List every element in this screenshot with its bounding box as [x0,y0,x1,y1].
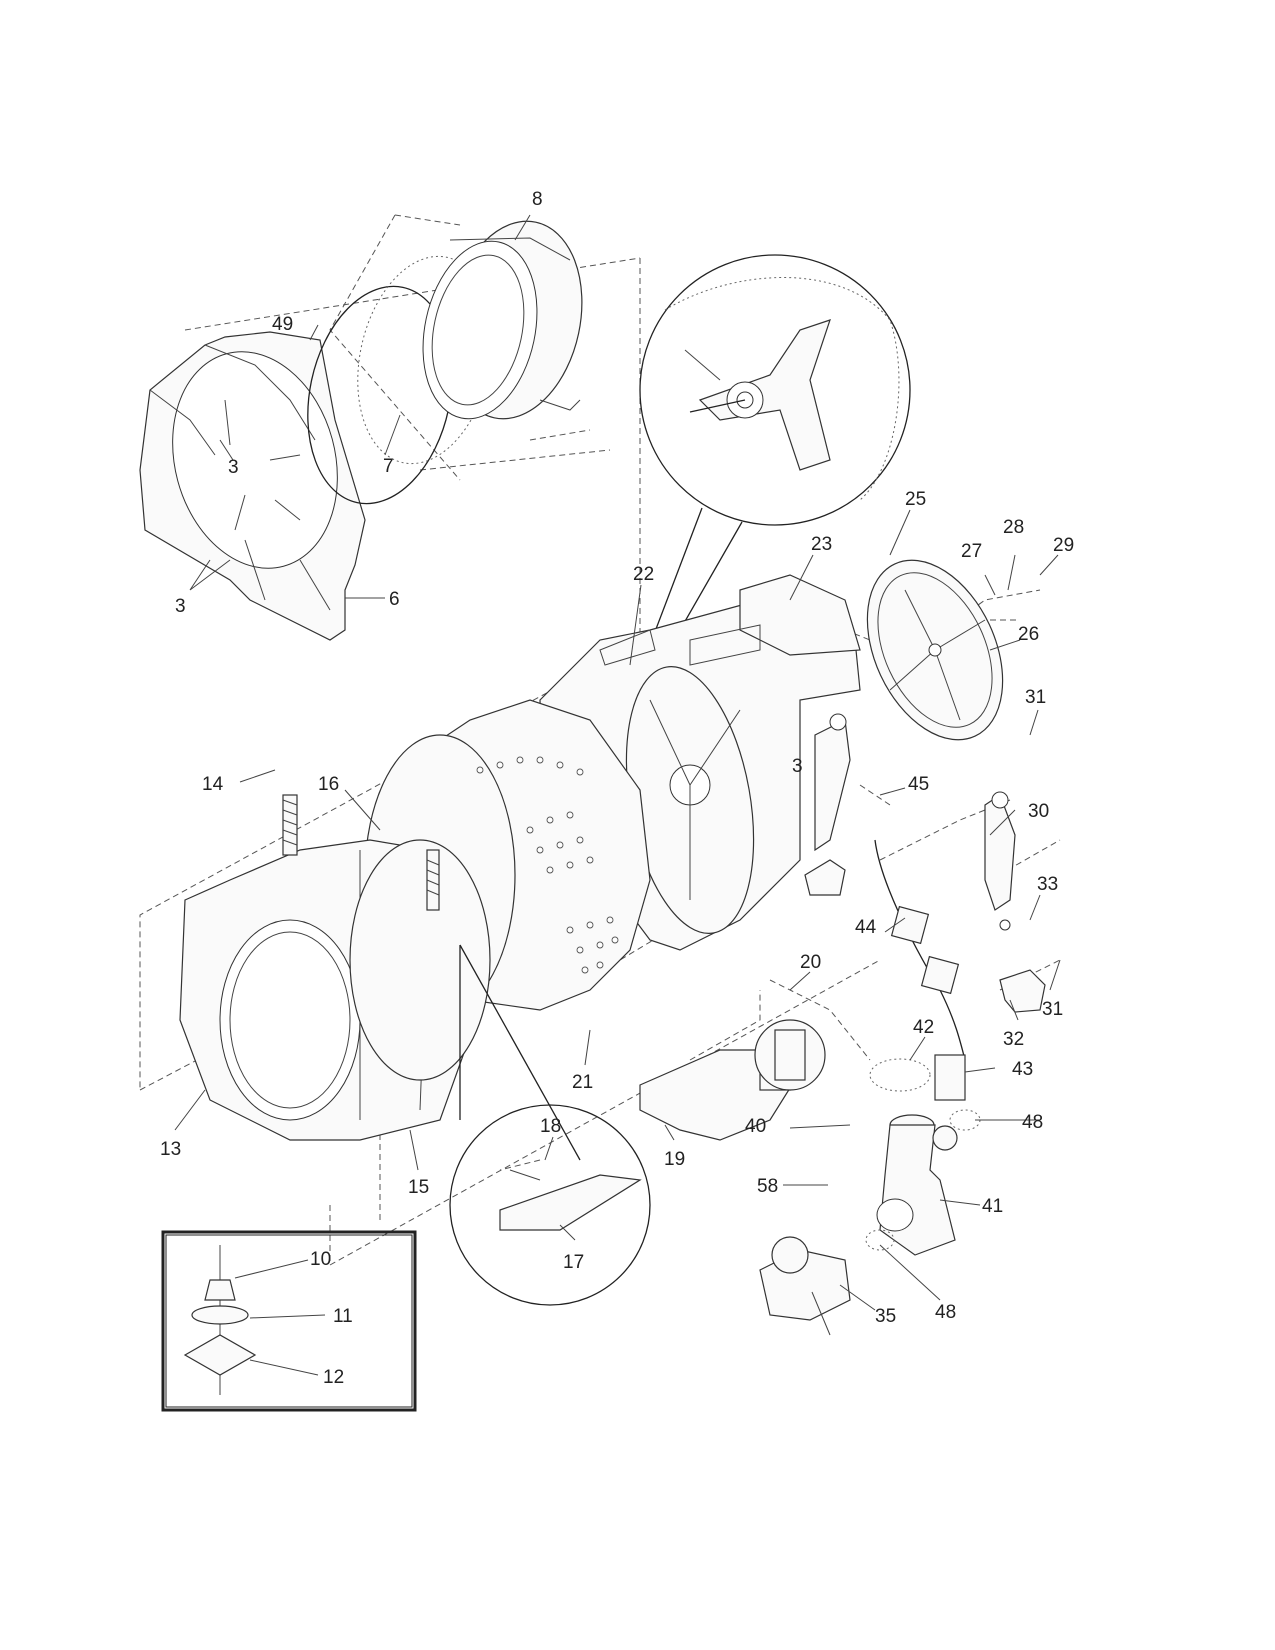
label-3: 3 [175,596,186,617]
label-15: 15 [408,1177,429,1198]
label-27: 27 [961,541,982,562]
drain-pump-assembly [754,1019,981,1336]
rear-cover-part-25 [866,559,1004,741]
label-31: 31 [1025,687,1046,708]
label-40: 40 [745,1116,766,1137]
label-3: 3 [228,457,239,478]
label-30: 30 [1028,801,1049,822]
front-tub-part-13 [179,839,491,1141]
label-6: 6 [389,589,400,610]
label-11: 11 [333,1306,353,1327]
part-labels: 8 49 7 3 3 6 22 23 25 27 28 29 26 3 31 4… [160,189,1074,1388]
label-35: 35 [875,1306,896,1327]
spider-shaft-detail-callout [609,254,911,753]
label-58: 58 [757,1176,778,1197]
label-25: 25 [905,489,926,510]
label-21: 21 [572,1072,593,1093]
label-14: 14 [202,774,224,795]
label-10: 10 [310,1249,331,1270]
hardware-inset-box [161,1230,417,1412]
detail-callout-17-18 [449,944,651,1306]
label-32: 32 [1003,1029,1024,1050]
label-3: 3 [792,756,803,777]
leader-lines [174,214,1061,1376]
label-19: 19 [664,1149,685,1170]
front-panel-part-6 [139,331,366,641]
label-48: 48 [1022,1112,1043,1133]
hose-part-44 [874,839,966,1061]
label-13: 13 [160,1139,181,1160]
label-45: 45 [908,774,929,795]
label-20: 20 [800,952,821,973]
label-16: 16 [318,774,339,795]
label-41: 41 [982,1196,1003,1217]
label-49: 49 [272,314,293,335]
label-42: 42 [913,1017,934,1038]
label-17: 17 [563,1252,584,1273]
label-23: 23 [811,534,832,555]
label-29: 29 [1053,535,1074,556]
label-48: 48 [935,1302,956,1323]
label-12: 12 [323,1367,344,1388]
label-26: 26 [1018,624,1039,645]
suspension-springs-part-14 [282,794,440,911]
door-bezel-part-8 [422,220,583,420]
label-8: 8 [532,189,543,210]
label-31: 31 [1042,999,1063,1020]
label-18: 18 [540,1116,561,1137]
label-22: 22 [633,564,654,585]
label-44: 44 [855,917,877,938]
bracket-part-32 [999,969,1046,1013]
label-7: 7 [383,456,394,477]
shock-absorbers [814,713,1016,931]
label-43: 43 [1012,1059,1033,1080]
label-33: 33 [1037,874,1058,895]
label-28: 28 [1003,517,1024,538]
